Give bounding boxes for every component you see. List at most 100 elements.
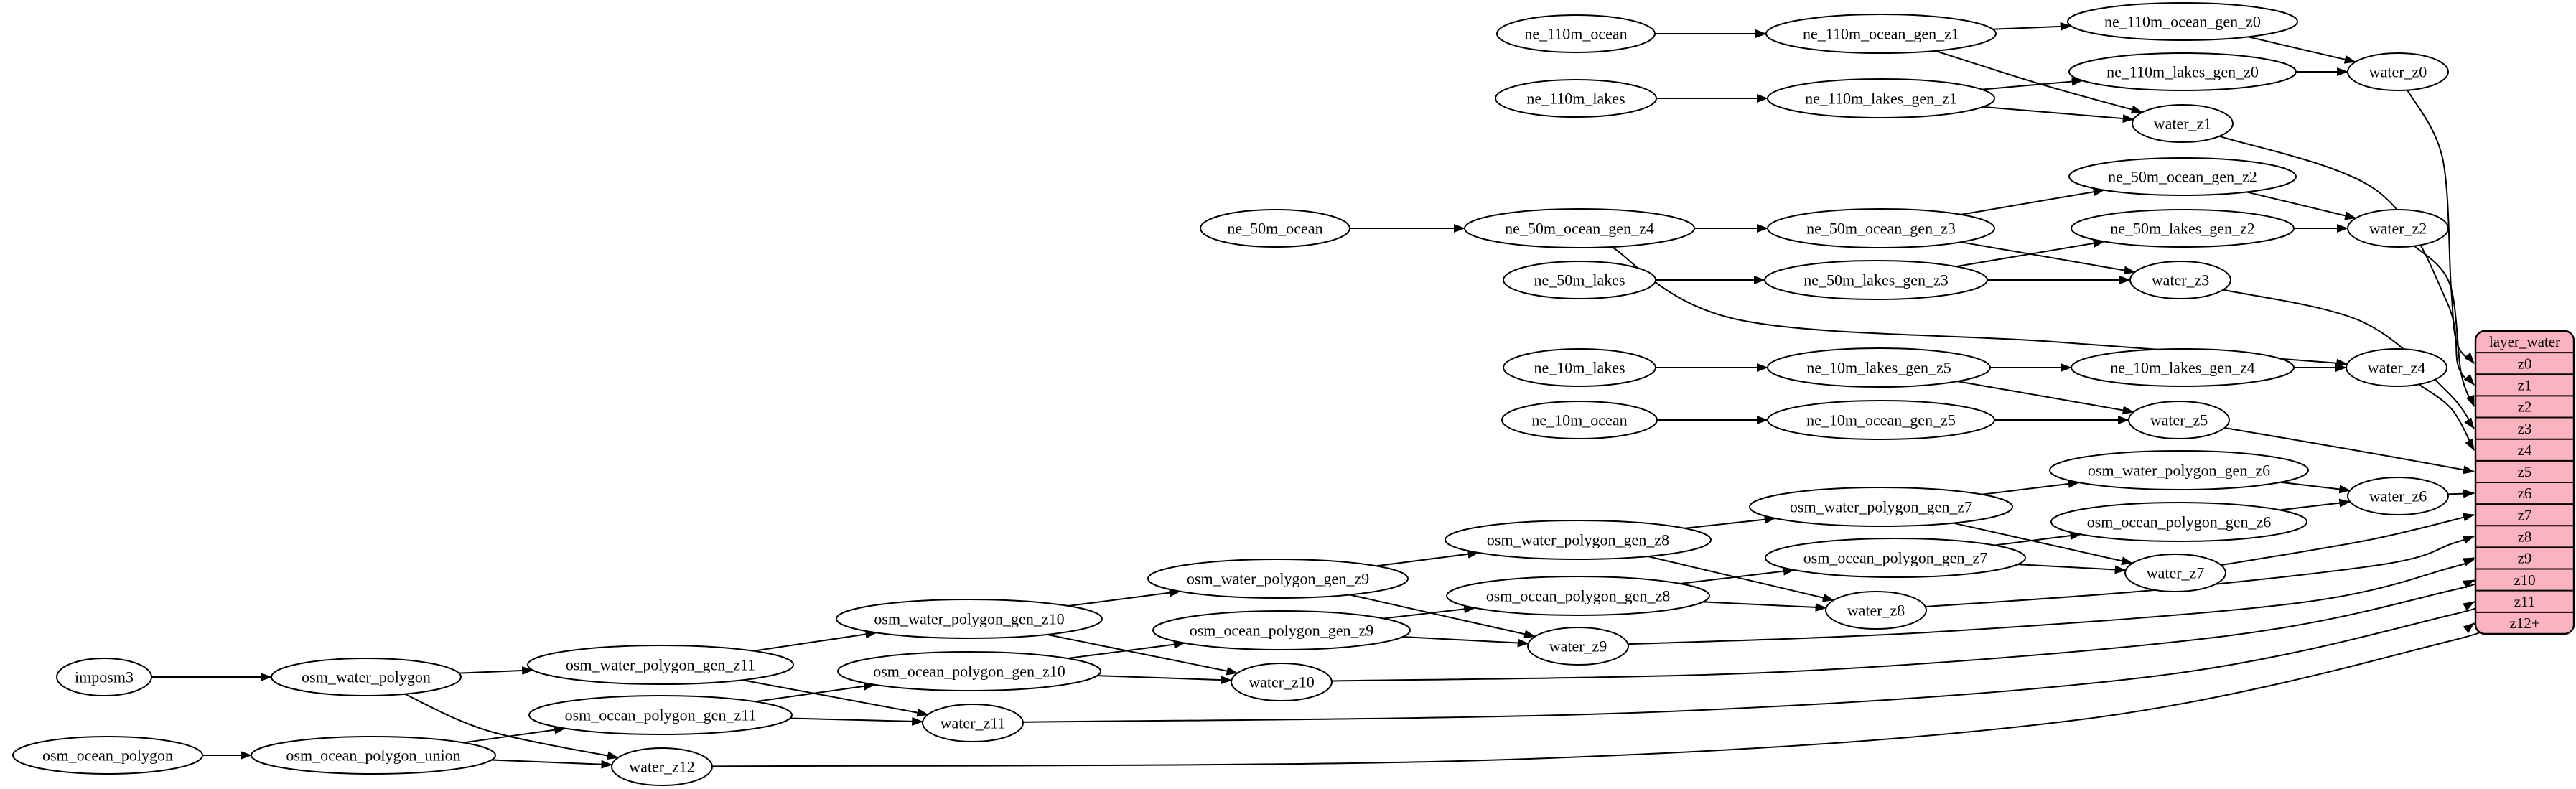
table-header-cell: layer_water: [2489, 333, 2560, 350]
node-ellipse: [1231, 663, 1333, 701]
node-label: osm_ocean_polygon_gen_z9: [1190, 621, 1374, 639]
table-row-cell: z10: [2514, 571, 2535, 589]
node-ellipse: [2346, 348, 2447, 387]
graph-node-osm_water_polygon_gen_z11: osm_water_polygon_gen_z11: [527, 645, 794, 685]
node-ellipse: [1764, 260, 1988, 300]
table-row-cell: z4: [2518, 442, 2532, 459]
node-label: ne_110m_lakes: [1526, 89, 1625, 107]
edge-water_z1-to-z1: [2219, 135, 2475, 386]
graph-node-ne_50m_ocean_gen_z3: ne_50m_ocean_gen_z3: [1767, 208, 1995, 248]
node-ellipse: [1749, 487, 2013, 527]
node-label: ne_50m_ocean_gen_z2: [2108, 167, 2257, 185]
edge-osm_ocean_polygon_gen_z8-to-water_z8: [1702, 601, 1827, 612]
edge-osm_ocean_polygon_union-to-osm_ocean_polygon_gen_z11: [463, 725, 566, 744]
node-label: osm_water_polygon_gen_z10: [874, 610, 1064, 627]
graph-node-ne_10m_lakes_gen_z5: ne_10m_lakes_gen_z5: [1767, 347, 1991, 388]
graph-node-water_z8: water_z8: [1825, 591, 1927, 630]
table-row-cell: z7: [2518, 506, 2532, 523]
node-label: water_z11: [941, 714, 1006, 732]
node-label: ne_110m_ocean_gen_z1: [1803, 24, 1959, 42]
graph-node-osm_water_polygon_gen_z9: osm_water_polygon_gen_z9: [1147, 559, 1409, 599]
table-row-cell: z12+: [2509, 615, 2539, 632]
table-layer: layer_waterz0z1z2z3z4z5z6z7z8z9z10z11z12…: [2474, 330, 2575, 635]
edge-osm_water_polygon_gen_z8-to-osm_water_polygon_gen_z7: [1684, 515, 1776, 529]
edge-water_z5-to-z5: [2224, 426, 2475, 475]
edge-osm_water_polygon_gen_z7-to-osm_water_polygon_gen_z6: [1982, 479, 2080, 495]
edge-osm_ocean_polygon_gen_z7-to-osm_ocean_polygon_gen_z6: [1994, 531, 2082, 546]
node-label: water_z5: [2150, 411, 2208, 429]
edges-layer: [151, 22, 2488, 769]
node-ellipse: [2347, 209, 2449, 248]
node-ellipse: [12, 736, 203, 775]
node-ellipse: [1503, 261, 1656, 299]
graph-node-osm_ocean_polygon: osm_ocean_polygon: [12, 736, 203, 775]
node-ellipse: [1767, 400, 1995, 440]
node-ellipse: [1446, 576, 1710, 616]
graph-node-water_z6: water_z6: [2347, 477, 2449, 515]
graph-node-ne_50m_ocean_gen_z4: ne_50m_ocean_gen_z4: [1464, 208, 1695, 248]
node-ellipse: [1147, 559, 1409, 599]
node-label: ne_50m_ocean: [1227, 219, 1322, 237]
edge-osm_water_polygon_gen_z11-to-osm_water_polygon_gen_z10: [753, 630, 877, 652]
node-ellipse: [1200, 209, 1350, 248]
node-ellipse: [1503, 348, 1656, 387]
graph-node-osm_water_polygon_gen_z10: osm_water_polygon_gen_z10: [836, 599, 1103, 639]
graph-node-osm_ocean_polygon_union: osm_ocean_polygon_union: [251, 736, 496, 775]
node-ellipse: [2347, 477, 2449, 515]
graph-node-ne_10m_ocean_gen_z5: ne_10m_ocean_gen_z5: [1767, 400, 1995, 440]
table-row-cell: z1: [2518, 376, 2532, 393]
node-ellipse: [1445, 520, 1712, 560]
node-ellipse: [836, 599, 1103, 639]
table-row-cell: z11: [2514, 593, 2536, 610]
edge-osm_ocean_polygon_gen_z11-to-osm_ocean_polygon_gen_z10: [755, 681, 876, 703]
graph-node-osm_ocean_polygon_gen_z6: osm_ocean_polygon_gen_z6: [2050, 502, 2307, 542]
graph-node-water_z3: water_z3: [2129, 261, 2231, 299]
node-ellipse: [2068, 52, 2297, 91]
node-ellipse: [1765, 14, 1997, 54]
node-ellipse: [1767, 347, 1991, 388]
node-ellipse: [2129, 261, 2231, 299]
edge-water_z10-to-z10: [1331, 579, 2478, 682]
edge-ne_50m_lakes_gen_z3-to-ne_50m_lakes_gen_z2: [1956, 239, 2105, 268]
node-ellipse: [1767, 78, 1995, 118]
node-label: osm_ocean_polygon: [42, 746, 173, 764]
node-label: ne_110m_ocean_gen_z0: [2104, 12, 2261, 30]
graph-node-osm_water_polygon: osm_water_polygon: [271, 658, 462, 696]
edge-osm_water_polygon_gen_z10-to-osm_water_polygon_gen_z9: [1068, 588, 1181, 607]
node-ellipse: [1767, 208, 1995, 248]
graph-node-imposm3: imposm3: [56, 658, 152, 696]
node-ellipse: [1464, 208, 1695, 248]
edge-osm_water_polygon_gen_z10-to-water_z10: [1047, 633, 1238, 676]
node-ellipse: [611, 747, 713, 786]
edge-water_z3-to-z3: [2223, 289, 2475, 429]
node-label: water_z9: [1549, 637, 1607, 655]
edge-ne_50m_ocean_gen_z2-to-water_z2: [2246, 191, 2357, 220]
graph-node-osm_ocean_polygon_gen_z10: osm_ocean_polygon_gen_z10: [837, 651, 1101, 691]
table-row-cell: z6: [2518, 485, 2532, 502]
edge-water_z4-to-z4: [2418, 383, 2475, 451]
graph-node-ne_10m_lakes: ne_10m_lakes: [1503, 348, 1656, 387]
node-label: water_z1: [2154, 114, 2212, 132]
node-ellipse: [1765, 538, 2026, 578]
node-label: water_z6: [2369, 487, 2427, 505]
graph-node-ne_50m_ocean_gen_z2: ne_50m_ocean_gen_z2: [2068, 157, 2297, 196]
node-ellipse: [1152, 610, 1411, 650]
node-label: water_z3: [2152, 271, 2210, 289]
graph-node-ne_50m_lakes_gen_z3: ne_50m_lakes_gen_z3: [1764, 260, 1988, 300]
edge-ne_50m_ocean_gen_z3-to-ne_50m_ocean_gen_z2: [1961, 187, 2105, 215]
edge-ne_50m_ocean_gen_z3-to-water_z3: [1960, 241, 2136, 275]
node-label: osm_water_polygon_gen_z11: [566, 655, 755, 673]
graph-node-water_z11: water_z11: [922, 704, 1024, 742]
graph-node-osm_water_polygon_gen_z8: osm_water_polygon_gen_z8: [1445, 520, 1712, 560]
node-ellipse: [1495, 79, 1657, 118]
node-label: water_z10: [1249, 673, 1315, 691]
graph-node-osm_ocean_polygon_gen_z9: osm_ocean_polygon_gen_z9: [1152, 610, 1411, 650]
node-label: osm_water_polygon_gen_z6: [2088, 461, 2270, 479]
graph-node-water_z2: water_z2: [2347, 209, 2449, 248]
edge-osm_water_polygon_gen_z7-to-water_z7: [1953, 522, 2134, 566]
node-label: osm_ocean_polygon_gen_z7: [1803, 548, 1988, 566]
edge-ne_110m_ocean_gen_z1-to-ne_110m_ocean_gen_z0: [1992, 22, 2072, 31]
edge-osm_water_polygon_gen_z8-to-water_z8: [1648, 555, 1834, 602]
table-row-cell: z9: [2518, 550, 2532, 567]
graph-node-ne_110m_lakes: ne_110m_lakes: [1495, 79, 1657, 118]
